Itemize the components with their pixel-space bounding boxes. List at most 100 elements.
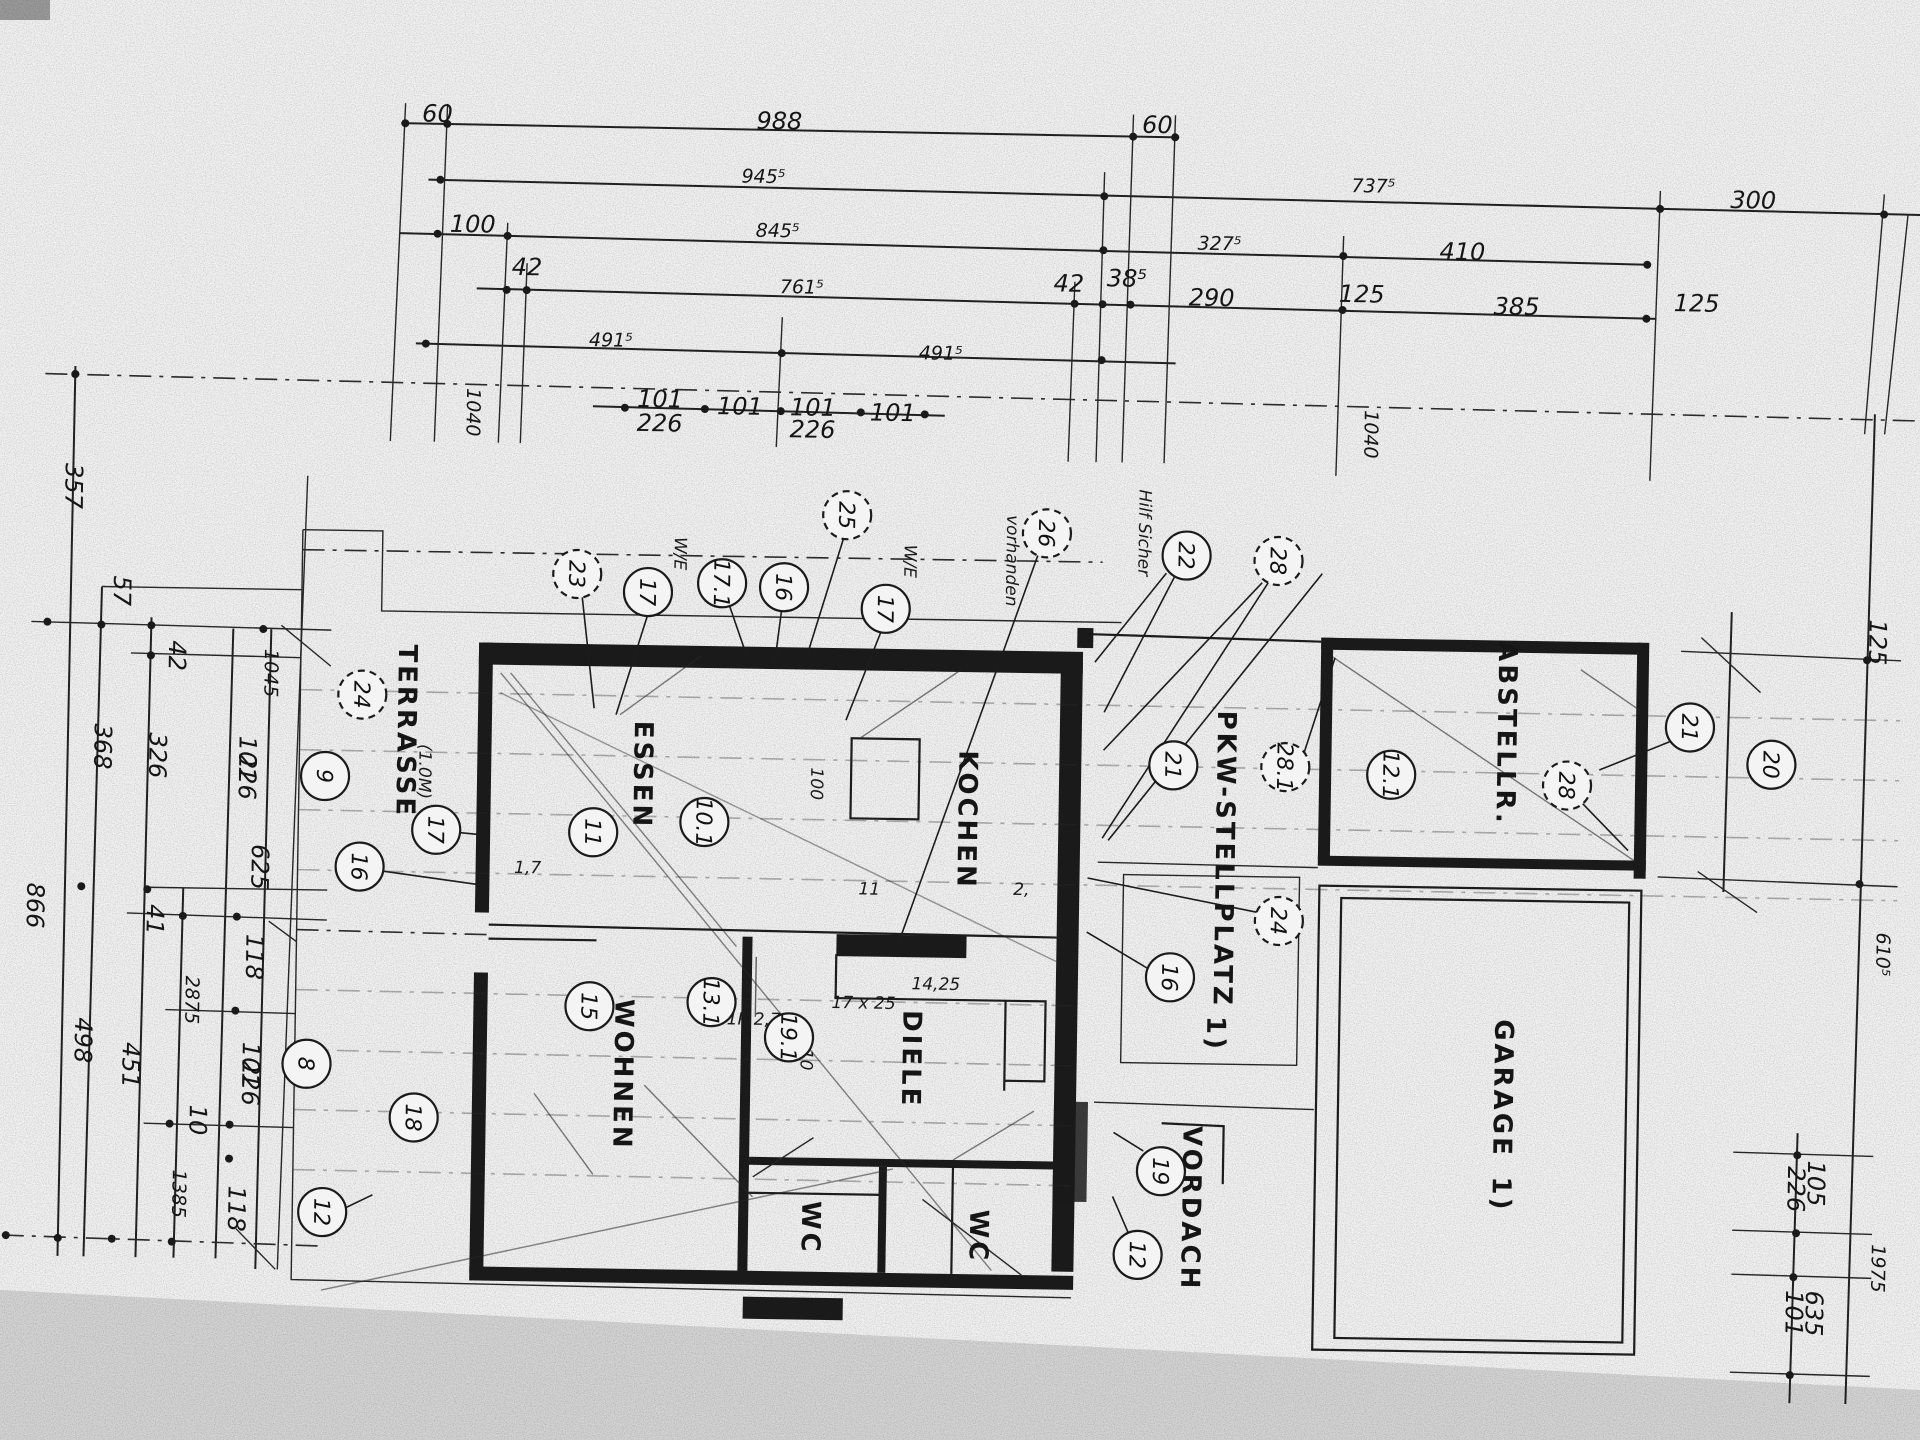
callout-marker: 19 bbox=[1135, 1146, 1187, 1197]
dimension-label: 300 bbox=[1730, 186, 1776, 215]
callout-circle bbox=[822, 490, 873, 541]
dimension-label: 226 bbox=[236, 1060, 265, 1106]
scan-lines bbox=[292, 688, 1901, 1187]
dimension-label: 226 bbox=[233, 754, 262, 800]
handwritten-note: W/E bbox=[899, 544, 920, 578]
handwritten-note: vorhanden bbox=[1001, 515, 1022, 607]
callout-label: 12.1 bbox=[1377, 750, 1403, 799]
dimension-label: 2875 bbox=[180, 976, 203, 1025]
callout-label: 24 bbox=[1265, 907, 1290, 935]
dimension-label: 100 bbox=[450, 210, 496, 239]
dimension-label: 60 bbox=[422, 99, 453, 127]
callout-label: 8 bbox=[292, 1057, 317, 1071]
callout-circle bbox=[281, 1038, 332, 1089]
callout-label: 16 bbox=[1156, 963, 1181, 991]
dimension-label: 1040 bbox=[461, 388, 484, 437]
handwritten-note: Hilf Sicher bbox=[1133, 489, 1154, 577]
dimension-label: 10 bbox=[183, 1105, 211, 1136]
callout-circle bbox=[1746, 739, 1797, 790]
room-label: WOHNEN bbox=[606, 999, 638, 1151]
dimension-label: 101 bbox=[790, 393, 836, 422]
callout-marker: 21 bbox=[1664, 702, 1716, 753]
dimension-label: 491⁵ bbox=[589, 329, 633, 352]
callout-label: 12 bbox=[1123, 1241, 1148, 1269]
dimension-label: 451 bbox=[116, 1042, 145, 1088]
callout-circle bbox=[758, 562, 810, 613]
callout-marker: 28.1 bbox=[1260, 742, 1311, 793]
dimension-label: 290 bbox=[1189, 284, 1235, 313]
top-dimension-dots bbox=[71, 119, 1889, 419]
dimension-label: 125 bbox=[1863, 619, 1892, 665]
room-label: PKW-STELLPLATZ bbox=[1207, 710, 1242, 1008]
callout-circle bbox=[564, 981, 615, 1032]
dimension-label: 41 bbox=[141, 904, 169, 935]
dimension-label: 118 bbox=[222, 1186, 251, 1232]
callout-marker: 16 bbox=[334, 841, 385, 892]
handwritten-note: W/E bbox=[669, 537, 690, 571]
callout-marker: 28 bbox=[1541, 760, 1593, 811]
callout-label: 26 bbox=[1033, 519, 1058, 547]
room-label: WC bbox=[962, 1209, 993, 1263]
callout-label: 11 bbox=[579, 818, 604, 846]
dimension-label: 42 bbox=[512, 253, 543, 281]
dimension-label: 1045 bbox=[259, 649, 282, 698]
dimension-label: 42 bbox=[163, 640, 191, 671]
room-label: ESSEN bbox=[626, 720, 658, 829]
room-label: ABSTELLR. bbox=[1489, 641, 1522, 826]
dimension-label: 635 bbox=[1799, 1290, 1828, 1336]
callout-circle bbox=[686, 977, 737, 1028]
callout-label: 13.1 bbox=[697, 977, 723, 1026]
callout-circle bbox=[1148, 740, 1199, 791]
house-walls bbox=[469, 642, 1089, 1321]
callout-label: 9 bbox=[311, 769, 336, 783]
dimension-label: 368 bbox=[88, 723, 117, 769]
room-label: WC bbox=[795, 1201, 826, 1255]
dimension-label: 327⁵ bbox=[1197, 233, 1241, 256]
callout-label: 17 bbox=[634, 578, 659, 606]
dimension-label: 101 bbox=[717, 392, 763, 421]
dimension-label: 105 bbox=[1801, 1160, 1830, 1206]
callout-marker: 16 bbox=[1144, 952, 1196, 1003]
callout-label: 17 bbox=[872, 595, 897, 623]
handwritten-note: (1.0M) bbox=[414, 744, 435, 799]
callout-circle bbox=[1366, 749, 1417, 800]
dimension-label: 491⁵ bbox=[919, 342, 963, 365]
dimension-label: 1975 bbox=[1866, 1244, 1889, 1293]
dimension-label: 737⁵ bbox=[1351, 175, 1395, 198]
callout-label: 16 bbox=[345, 852, 370, 880]
callout-marker: 17 bbox=[411, 804, 462, 855]
callout-circle bbox=[337, 669, 388, 720]
room-label: VORDACH bbox=[1174, 1126, 1207, 1292]
carport-area bbox=[1077, 627, 1322, 1111]
room-label-suffix: 1) bbox=[1485, 1176, 1516, 1212]
dimension-label: 101 bbox=[870, 399, 916, 428]
callout-marker: 23 bbox=[552, 548, 603, 600]
dimension-label: 42 bbox=[1053, 269, 1084, 297]
callout-leaders bbox=[335, 533, 1677, 1238]
top-dimension-lines bbox=[45, 103, 1920, 481]
callout-label: 17.1 bbox=[708, 559, 734, 608]
callout-marker: 12 bbox=[1112, 1229, 1163, 1280]
handwritten-note: 11 bbox=[858, 879, 880, 899]
callout-marker: 15 bbox=[564, 981, 615, 1032]
callout-marker: 12 bbox=[297, 1186, 348, 1238]
dimension-label: 498 bbox=[69, 1017, 98, 1063]
dimension-label: 326 bbox=[143, 732, 172, 778]
callout-marker: 28 bbox=[1253, 535, 1304, 587]
callout-label: 28.1 bbox=[1271, 742, 1297, 791]
drawing-content: 6098860945⁵737⁵300100845⁵327⁵41042761⁵42… bbox=[1, 99, 1920, 1405]
callout-marker: 17 bbox=[622, 566, 674, 618]
dimension-label: 226 bbox=[789, 415, 835, 444]
callout-circle bbox=[1541, 760, 1593, 811]
dimension-label: 761⁵ bbox=[780, 276, 824, 299]
callout-marker: 16 bbox=[758, 562, 810, 613]
callout-circle bbox=[1021, 508, 1073, 559]
dimension-label: 118 bbox=[240, 934, 269, 980]
dimension-label: 866 bbox=[21, 882, 50, 928]
callout-circle bbox=[1260, 742, 1311, 793]
callout-label: 19.1 bbox=[775, 1013, 801, 1062]
room-label: TERRASSE bbox=[389, 644, 422, 818]
